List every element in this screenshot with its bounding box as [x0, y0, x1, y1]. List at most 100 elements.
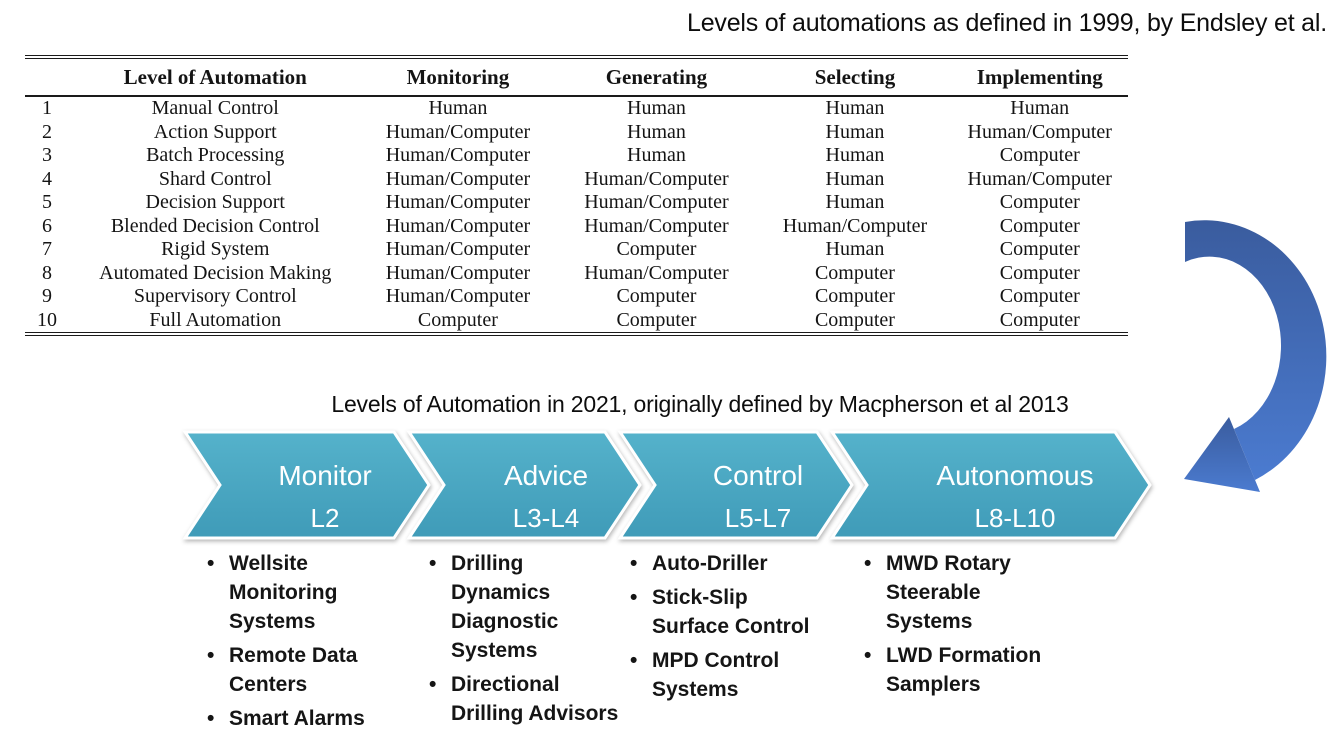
table-cell: Human	[1010, 97, 1070, 119]
table-cell: Computer	[999, 191, 1080, 213]
table-cell: Batch Processing	[146, 144, 285, 166]
table-cell: Human/Computer	[385, 167, 531, 190]
stage-label: Monitor	[278, 460, 371, 491]
table-row: 3 Batch Processing Human/Computer Human Huma…	[25, 144, 1128, 168]
table-cell: Human	[825, 97, 885, 119]
table-cell: Rigid System	[161, 238, 270, 260]
bullet-item: Wellsite Monitoring Systems	[205, 549, 435, 636]
column-header-generating: Generating	[554, 57, 759, 97]
table-cell: Computer	[999, 308, 1080, 331]
bullet-item: Directional Drilling Advisors	[427, 670, 657, 728]
chevron-shape	[617, 430, 854, 540]
table-cell: Human/Computer	[385, 214, 531, 237]
chevron-process-band: Monitor L2 Advice L3-L4 Control L5-L7 Au…	[182, 430, 1152, 540]
row-number-cell: 2	[42, 120, 53, 143]
table-cell: Human	[825, 191, 885, 213]
table-cell: Computer	[999, 238, 1080, 260]
curved-arrow-icon	[1184, 220, 1327, 492]
table-cell: Computer	[999, 261, 1080, 284]
table-cell: Computer	[999, 285, 1080, 307]
stage-control: Control L5-L7	[617, 430, 854, 540]
table-cell: Manual Control	[151, 97, 279, 119]
table-cell: Supervisory Control	[133, 285, 297, 307]
table-cell: Human	[627, 120, 686, 143]
row-number-cell: 3	[42, 144, 53, 166]
table-cell: Human	[428, 97, 488, 119]
bullet-item: MWD Rotary Steerable Systems	[862, 549, 1102, 636]
table-cell: Human	[627, 97, 686, 119]
table-row: 7 Rigid System Human/Computer Computer Human…	[25, 238, 1128, 262]
table-cell: Human/Computer	[584, 167, 729, 190]
stage-advice: Advice L3-L4	[406, 430, 642, 540]
stage-label: Control	[713, 460, 803, 491]
row-number-cell: 5	[42, 191, 53, 213]
table-cell: Human/Computer	[385, 144, 531, 166]
bullet-item: Stick-Slip Surface Control	[628, 583, 858, 641]
table-cell: Human	[627, 144, 686, 166]
table-cell: Human/Computer	[584, 261, 729, 284]
bullet-item: LWD Formation Samplers	[862, 641, 1102, 699]
table-cell: Computer	[616, 285, 697, 307]
table-cell: Human/Computer	[385, 238, 531, 260]
table-cell: Computer	[999, 144, 1080, 166]
table-cell: Human/Computer	[385, 285, 531, 307]
table-cell: Human/Computer	[584, 214, 729, 237]
table-cell: Automated Decision Making	[99, 261, 332, 284]
stage-label: Autonomous	[936, 460, 1093, 491]
row-number-cell: 10	[37, 308, 58, 331]
row-number-cell: 7	[42, 238, 53, 260]
table-cell: Computer	[616, 308, 697, 331]
table-header-row: Level of Automation Monitoring Generatin…	[25, 57, 1128, 97]
stage-item-list: Wellsite Monitoring SystemsRemote Data C…	[205, 549, 435, 738]
endsley-table-title: Levels of automations as defined in 1999…	[686, 9, 1327, 37]
table-cell: Human/Computer	[385, 120, 531, 143]
arrow-head	[1184, 417, 1260, 492]
table-cell: Human/Computer	[967, 167, 1112, 190]
levels-of-automation-table: Level of Automation Monitoring Generatin…	[25, 55, 1128, 336]
column-header-selecting: Selecting	[758, 57, 952, 97]
row-number-cell: 9	[42, 285, 53, 307]
stage-levels: L5-L7	[725, 503, 792, 533]
stage-autonomous: Autonomous L8-L10	[829, 430, 1152, 540]
stage-item-list: MWD Rotary Steerable SystemsLWD Formatio…	[862, 549, 1102, 704]
table-cell: Computer	[616, 238, 697, 260]
endsley-table-section: Level of Automation Monitoring Generatin…	[25, 55, 1128, 336]
table-row: 1 Manual Control Human Human Human Human	[25, 96, 1128, 121]
column-header-number	[25, 57, 70, 97]
bullet-item: Remote Data Centers	[205, 641, 435, 699]
table-cell: Decision Support	[145, 191, 285, 213]
chevron-shape	[182, 430, 431, 540]
stage-levels: L8-L10	[975, 503, 1056, 533]
table-row: 9 Supervisory Control Human/Computer Comput…	[25, 285, 1128, 309]
bullet-item: Auto-Driller	[628, 549, 858, 578]
table-row: 4 Shard Control Human/Computer Human/Comput…	[25, 168, 1128, 192]
table-cell: Shard Control	[158, 167, 272, 190]
stage-item-list: Drilling Dynamics Diagnostic SystemsDire…	[427, 549, 657, 733]
table-cell: Human/Computer	[782, 214, 928, 237]
table-cell: Human	[825, 238, 885, 260]
row-number-cell: 4	[42, 167, 53, 190]
column-header-level: Level of Automation	[69, 57, 362, 97]
table-cell: Human	[825, 167, 885, 190]
row-number-cell: 1	[42, 97, 53, 119]
column-header-monitoring: Monitoring	[361, 57, 555, 97]
table-cell: Computer	[417, 308, 498, 331]
bullet-item: Smart Alarms	[205, 704, 435, 733]
stage-levels: L3-L4	[513, 503, 580, 533]
chevron-shape	[829, 430, 1152, 540]
table-cell: Computer	[814, 308, 895, 331]
table-cell: Human	[825, 144, 885, 166]
stage-monitor: Monitor L2	[182, 430, 431, 540]
table-cell: Computer	[999, 214, 1080, 237]
bullet-item: Drilling Dynamics Diagnostic Systems	[427, 549, 657, 665]
table-cell: Action Support	[153, 120, 277, 143]
chevron-shape	[406, 430, 642, 540]
stage-levels: L2	[311, 503, 340, 533]
stage-label: Advice	[504, 460, 588, 491]
